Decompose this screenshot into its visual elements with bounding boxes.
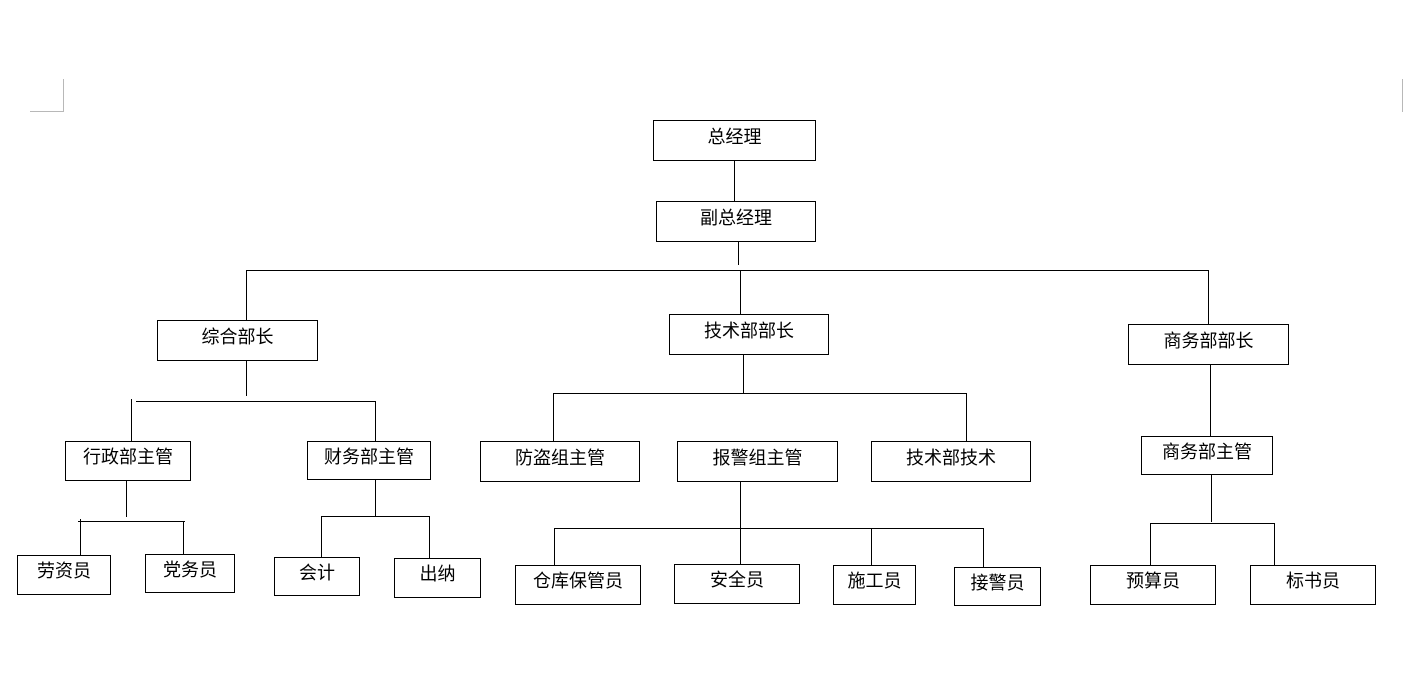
node-label: 施工员 [847,571,902,592]
node-label: 接警员 [970,572,1025,594]
page-corner-mark-right [1402,79,1403,112]
connector-line [553,393,554,441]
node-cashier: 出纳 [394,558,481,598]
node-deputy-general-manager: 副总经理 [656,201,816,242]
connector-line [1150,523,1275,524]
connector-line [1208,270,1209,324]
node-technical-dept-head: 技术部部长 [669,314,829,355]
node-label: 技术部技术 [906,447,996,469]
connector-line [743,354,744,394]
connector-line [78,521,185,522]
node-label: 商务部主管 [1162,441,1252,463]
connector-line [321,516,430,517]
node-business-dept-head: 商务部部长 [1128,324,1289,365]
node-technician: 技术部技术 [871,441,1031,482]
connector-line [1211,474,1212,522]
node-label: 财务部主管 [324,446,414,468]
connector-line [1274,523,1275,566]
connector-line [983,528,984,568]
node-finance-supervisor: 财务部主管 [307,441,431,480]
connector-line [740,270,741,315]
connector-line [1150,523,1151,566]
node-business-supervisor: 商务部主管 [1141,436,1273,475]
node-general-manager: 总经理 [653,120,816,161]
connector-line [554,528,984,529]
node-tender-officer: 标书员 [1250,565,1376,605]
node-label: 党务员 [163,559,217,581]
node-safety-officer: 安全员 [674,564,800,604]
connector-line [321,516,322,558]
node-label: 出纳 [419,564,456,585]
connector-line [1210,364,1211,437]
node-alarm-supervisor: 报警组主管 [677,441,838,482]
connector-line [246,270,1208,271]
node-label: 副总经理 [700,207,772,229]
connector-line [740,481,741,565]
node-labor-clerk: 劳资员 [17,555,111,595]
node-accountant: 会计 [274,557,360,596]
connector-line [734,160,735,201]
node-admin-supervisor: 行政部主管 [65,441,191,481]
node-label: 标书员 [1286,571,1340,592]
connector-line [131,399,132,441]
node-label: 预算员 [1126,571,1180,592]
connector-line [80,519,81,556]
node-anti-theft-supervisor: 防盗组主管 [480,441,640,482]
page-corner-mark-left [30,111,64,112]
node-label: 综合部长 [201,326,274,348]
connector-line [738,241,739,265]
node-label: 仓库保管员 [533,571,623,592]
node-label: 劳资员 [37,561,91,582]
node-budget-officer: 预算员 [1090,565,1216,605]
node-label: 技术部部长 [704,320,794,342]
node-warehouse-keeper: 仓库保管员 [515,565,641,605]
connector-line [554,528,555,567]
connector-line [375,401,376,442]
connector-line [553,393,967,394]
page-corner-mark-left [63,79,64,112]
node-label: 总经理 [707,126,762,148]
connector-line [126,481,127,517]
connector-line [246,270,247,320]
node-alarm-receiver: 接警员 [954,567,1041,606]
node-label: 商务部部长 [1163,330,1254,352]
connector-line [966,393,967,441]
connector-line [871,528,872,566]
node-general-dept-head: 综合部长 [157,320,318,361]
connector-line [136,401,376,402]
node-construction-worker: 施工员 [833,565,916,605]
node-label: 防盗组主管 [515,447,605,469]
node-party-clerk: 党务员 [145,554,235,593]
node-label: 安全员 [710,570,764,591]
node-label: 行政部主管 [83,447,173,468]
connector-line [246,360,247,396]
node-label: 报警组主管 [712,447,803,469]
node-label: 会计 [299,562,335,584]
connector-line [183,521,184,555]
connector-line [375,479,376,517]
connector-line [429,516,430,559]
